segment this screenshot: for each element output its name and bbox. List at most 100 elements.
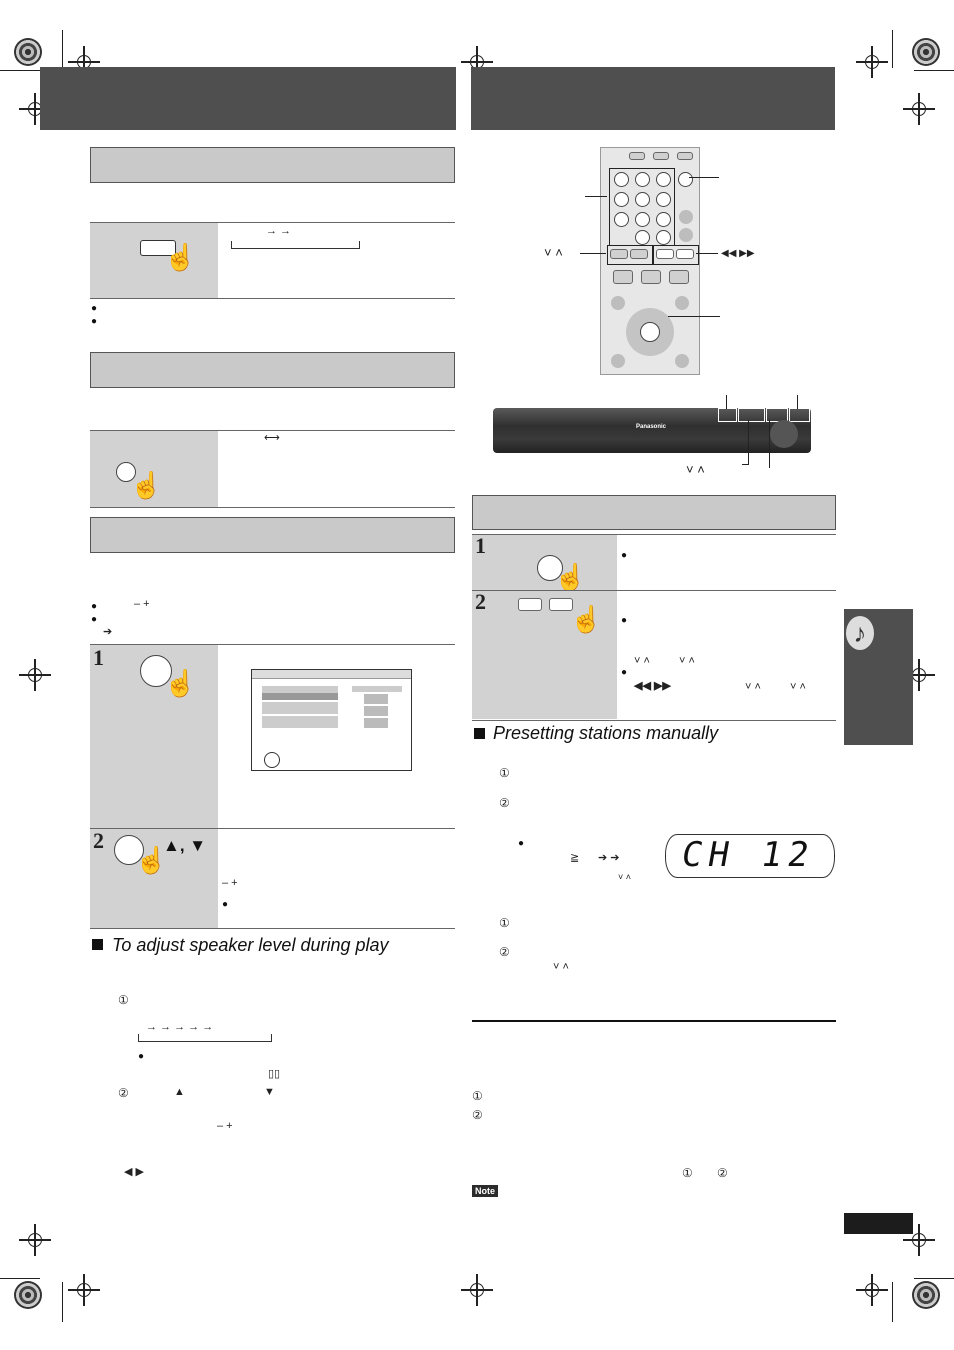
step-marker: ① <box>499 916 510 930</box>
divider <box>90 828 455 829</box>
trim-line <box>892 30 893 68</box>
remote-button <box>679 228 693 242</box>
numeric-button <box>656 212 671 227</box>
highlighted-button <box>678 172 693 187</box>
numeric-button <box>656 172 671 187</box>
step-marker: ① <box>118 993 129 1007</box>
round-button-icon <box>116 462 136 482</box>
section-bar-1 <box>90 147 455 183</box>
step-marker: ① <box>499 766 510 780</box>
step-marker: ② <box>118 1086 129 1100</box>
page-number-box <box>844 1213 913 1234</box>
callout-line <box>689 177 719 178</box>
dolby-symbol: ▯▯ <box>268 1068 281 1080</box>
unit-volume-knob <box>770 420 798 448</box>
crosshair-mark <box>903 659 935 691</box>
crosshair-mark <box>68 1274 100 1306</box>
trim-line <box>0 70 40 71</box>
skip-symbols: ˅ ˄ <box>618 872 632 882</box>
remote-button-icon <box>140 240 176 256</box>
return-arrow-line <box>138 1034 272 1042</box>
bullet: ● <box>91 303 98 314</box>
numeric-button <box>614 192 629 207</box>
osd-row <box>262 702 338 714</box>
osd-value <box>364 694 388 704</box>
divider <box>90 298 455 299</box>
lcd-display-text: CH 12 <box>678 835 818 875</box>
callout-label: ˅ ˄ <box>544 245 563 260</box>
callout-line <box>769 420 770 468</box>
step-marker: ② <box>717 1166 728 1180</box>
symbol: ≧ <box>570 852 580 864</box>
callout-line <box>668 316 720 317</box>
section-square-marker <box>92 939 103 950</box>
divider <box>472 534 836 535</box>
bullet: ● <box>138 1051 145 1062</box>
numeric-button <box>635 230 650 245</box>
speaker-sequence-arrows: → → → → → <box>146 1021 214 1033</box>
left-header-banner <box>40 67 456 130</box>
remote-button <box>677 152 693 160</box>
crosshair-mark <box>19 1224 51 1256</box>
hand-press-icon: ☝ <box>164 242 197 272</box>
trim-line <box>914 1278 954 1279</box>
arrow-symbol: ➔ <box>103 626 113 638</box>
instruction-panel <box>90 431 218 507</box>
unit-brand-label: Panasonic <box>636 424 667 430</box>
mode-sequence-arrows: → → <box>266 225 292 237</box>
divider <box>472 720 836 721</box>
instruction-panel <box>90 223 218 298</box>
bullet: ● <box>518 838 525 849</box>
numeric-button <box>614 172 629 187</box>
bullet: ● <box>91 601 98 612</box>
bullet: ● <box>621 667 628 678</box>
step-marker: ② <box>499 945 510 959</box>
hand-press-icon: ☝ <box>130 470 163 500</box>
divider <box>90 644 455 645</box>
crosshair-mark <box>461 1274 493 1306</box>
bullet: ● <box>222 899 229 910</box>
color-registration-mark <box>14 1281 42 1309</box>
hand-press-icon: ☝ <box>164 668 197 698</box>
skip-symbols: ˅ ˄ <box>634 655 650 667</box>
plus-minus-symbols: – + <box>222 877 238 889</box>
section-square-marker <box>474 728 485 739</box>
callout-line <box>580 253 606 254</box>
callout-label: ˅ ˄ <box>686 462 705 477</box>
step-number: 1 <box>475 533 486 558</box>
remote-button <box>653 152 669 160</box>
color-registration-mark <box>912 38 940 66</box>
callout-line <box>696 253 718 254</box>
numeric-button <box>656 192 671 207</box>
numeric-button <box>635 192 650 207</box>
remote-control-illustration <box>600 147 700 375</box>
left-right-arrows: ◀ ▶ <box>124 1166 144 1178</box>
step-number: 1 <box>93 645 104 670</box>
step-2-panel <box>90 829 218 928</box>
pause-button <box>641 270 661 284</box>
search-buttons-highlight <box>653 245 699 265</box>
trim-line <box>0 1278 40 1279</box>
music-note-icon: ♪ <box>846 616 874 650</box>
trim-line <box>62 30 63 68</box>
presetting-subheading: Presetting stations manually <box>493 723 719 743</box>
right-header-banner <box>471 67 835 130</box>
step-number: 2 <box>475 589 486 614</box>
skip-symbols: ˅ ˄ <box>553 961 569 973</box>
radio-step-2-panel <box>472 591 617 719</box>
numeric-button <box>635 212 650 227</box>
step-marker: ② <box>499 796 510 810</box>
section-bar-3 <box>90 517 455 553</box>
divider <box>90 430 455 431</box>
divider <box>90 507 455 508</box>
step-marker: ② <box>472 1108 483 1122</box>
bullet: ● <box>91 614 98 625</box>
down-arrow: ▼ <box>264 1086 275 1098</box>
bullet: ● <box>621 550 628 561</box>
unit-button-highlight <box>738 408 765 422</box>
color-registration-mark <box>912 1281 940 1309</box>
step-marker: ① <box>472 1089 483 1103</box>
skip-symbols: ˅ ˄ <box>745 681 761 693</box>
trim-line <box>62 1282 63 1322</box>
remote-button <box>611 296 625 310</box>
